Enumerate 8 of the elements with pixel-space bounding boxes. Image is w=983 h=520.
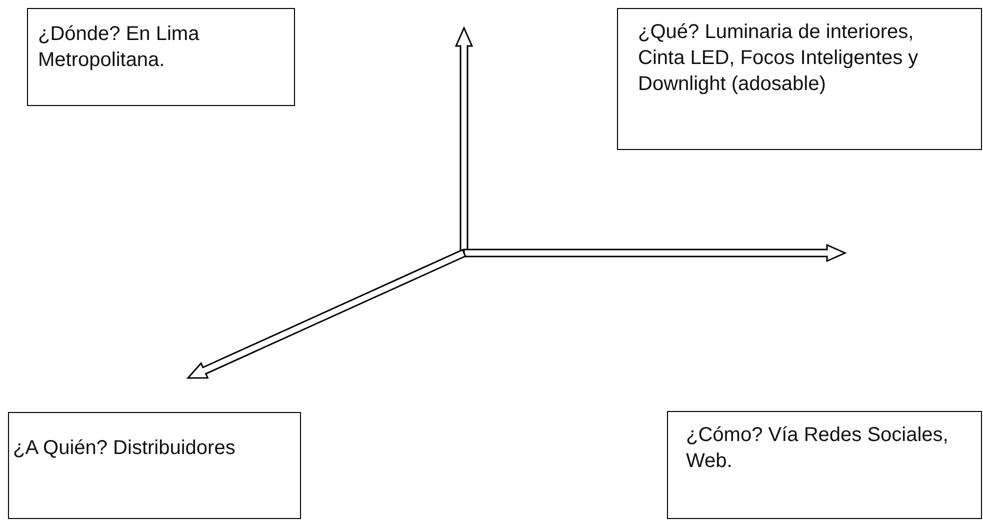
text-box bbox=[667, 411, 982, 519]
box-text: ¿Cómo? Vía Redes Sociales, Web. bbox=[686, 423, 950, 474]
text-box bbox=[617, 8, 982, 150]
text-box bbox=[8, 412, 301, 519]
box-text: ¿Qué? Luminaria de interiores, Cinta LED, Focos Inteligentes y Downlight (adosable) bbox=[638, 20, 920, 97]
text-box bbox=[27, 8, 295, 106]
box-text: ¿Dónde? En Lima Metropolitana. bbox=[38, 22, 200, 73]
box-text: ¿A Quién? Distribuidores bbox=[13, 436, 236, 461]
